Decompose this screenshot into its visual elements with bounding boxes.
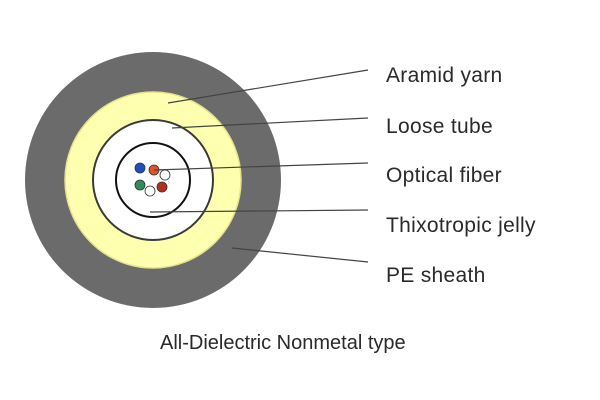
leader-line-pe-sheath bbox=[231, 247, 369, 263]
label-thixotropic-jelly: Thixotropic jelly bbox=[386, 214, 536, 237]
optical-fiber-green bbox=[134, 179, 146, 191]
optical-fiber-red bbox=[156, 181, 168, 193]
label-loose-tube: Loose tube bbox=[386, 115, 493, 138]
leader-line-thixotropic-jelly bbox=[149, 209, 369, 213]
optical-fiber-blue bbox=[134, 162, 146, 174]
optical-fiber-white-bottom bbox=[144, 185, 156, 197]
optical-fiber-white-right bbox=[159, 169, 171, 181]
diagram-caption: All-Dielectric Nonmetal type bbox=[160, 332, 406, 354]
label-optical-fiber: Optical fiber bbox=[386, 164, 502, 187]
thixotropic-jelly-core bbox=[115, 142, 191, 218]
leader-line-loose-tube bbox=[171, 117, 369, 129]
leader-line-aramid-yarn bbox=[167, 69, 369, 104]
label-pe-sheath: PE sheath bbox=[386, 264, 486, 287]
label-aramid-yarn: Aramid yarn bbox=[386, 64, 503, 87]
optical-fiber-bundle bbox=[134, 162, 171, 197]
leader-line-optical-fiber bbox=[153, 162, 369, 171]
